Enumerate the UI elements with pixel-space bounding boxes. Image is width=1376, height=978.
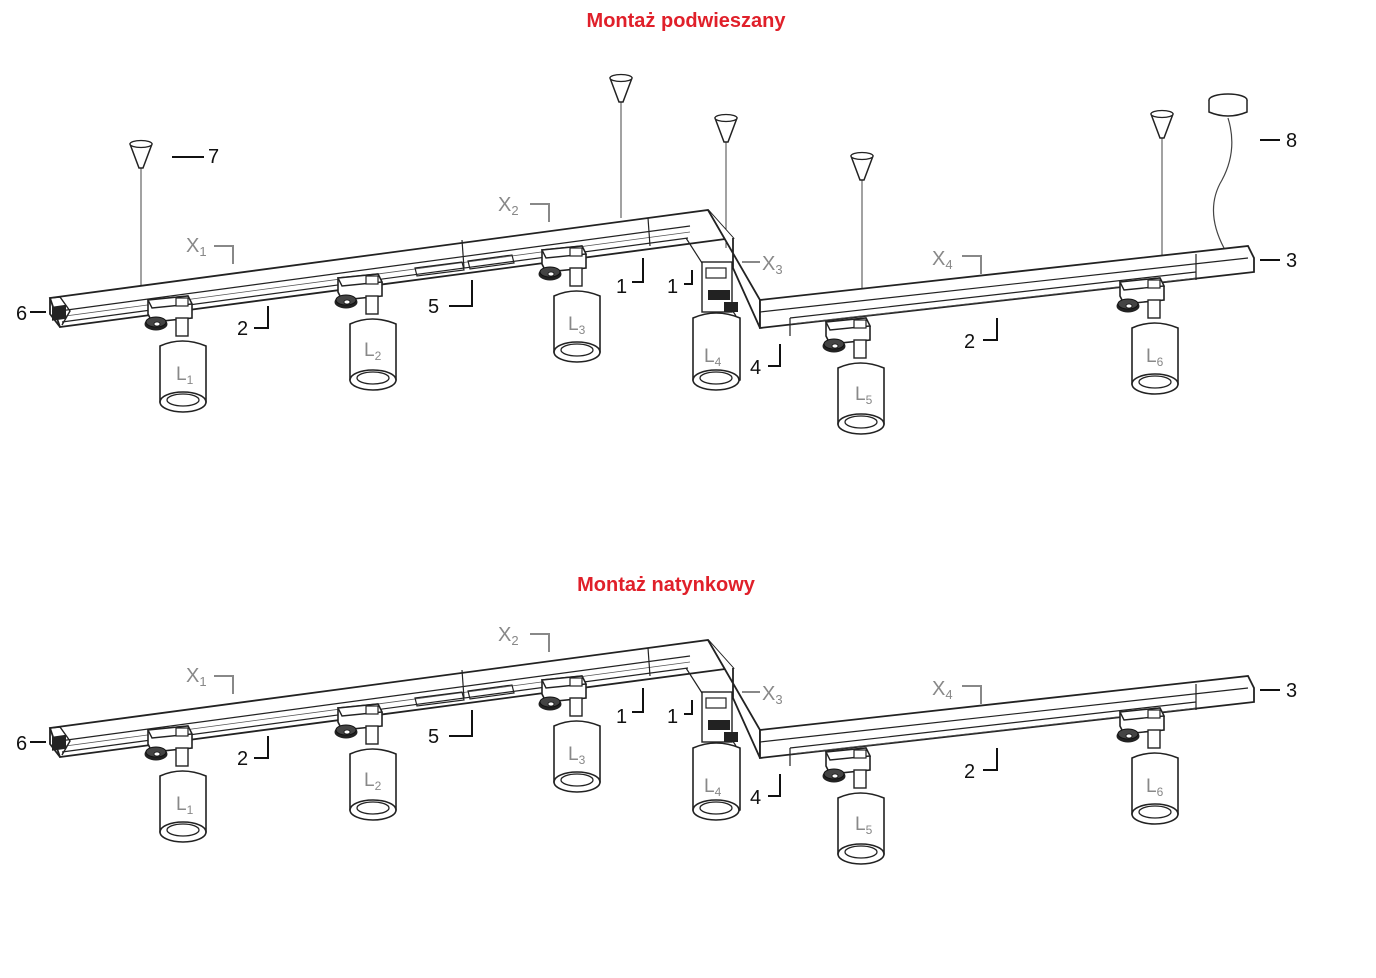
- part-label-1a-surface: 1: [616, 706, 627, 728]
- dim-x4-surface: X4: [932, 678, 953, 702]
- part-label-1b: 1: [667, 276, 678, 298]
- part-label-3-surface: 3: [1286, 680, 1297, 702]
- lamp-body-l4: [692, 312, 741, 391]
- lamp-label-l4-surface: L4: [704, 776, 722, 799]
- lamp-label-l2: L2: [364, 340, 382, 363]
- part-label-7: 7: [208, 146, 219, 168]
- surface-assembly: [49, 639, 1255, 865]
- labels-bottom-text: 3 6 2 5 1 1 4 2 X1 X2 X3 X4 L1 L2 L3 L4 …: [16, 624, 1297, 837]
- part-label-5: 5: [428, 296, 439, 318]
- part-label-6-surface: 6: [16, 733, 27, 755]
- lamp-label-l2-surface: L2: [364, 770, 382, 793]
- part-label-5-surface: 5: [428, 726, 439, 748]
- labels-top: [30, 139, 1280, 367]
- lamp-label-l5: L5: [855, 384, 873, 407]
- part-label-2b: 2: [964, 331, 975, 353]
- title-surface-mounting: Montaż natynkowy: [577, 574, 755, 596]
- part-label-2b-surface: 2: [964, 761, 975, 783]
- part-label-8: 8: [1286, 130, 1297, 152]
- lamp-label-l1: L1: [176, 364, 194, 387]
- part-label-1a: 1: [616, 276, 627, 298]
- dim-x2-surface: X2: [498, 624, 519, 648]
- power-feed-canopy: [1208, 93, 1248, 249]
- dim-x3: X3: [762, 253, 783, 277]
- suspended-assembly: [49, 73, 1255, 435]
- lamp-label-l3: L3: [568, 314, 586, 337]
- dim-brackets-bottom: [214, 633, 982, 704]
- lamp-body-l4-surface: [692, 742, 741, 821]
- part-label-2a: 2: [237, 318, 248, 340]
- dim-x2: X2: [498, 194, 519, 218]
- part-label-4-surface: 4: [750, 787, 761, 809]
- part-label-3: 3: [1286, 250, 1297, 272]
- lamp-label-l1-surface: L1: [176, 794, 194, 817]
- part-label-2a-surface: 2: [237, 748, 248, 770]
- labels-bottom: [30, 688, 1280, 797]
- part-label-4: 4: [750, 357, 761, 379]
- part-label-6: 6: [16, 303, 27, 325]
- dim-x3-surface: X3: [762, 683, 783, 707]
- lamp-label-l4: L4: [704, 346, 722, 369]
- lamp-label-l5-surface: L5: [855, 814, 873, 837]
- lamp-label-l6: L6: [1146, 346, 1164, 369]
- lamp-label-l3-surface: L3: [568, 744, 586, 767]
- dim-x1: X1: [186, 235, 207, 259]
- lamp-label-l6-surface: L6: [1146, 776, 1164, 799]
- title-suspended-mounting: Montaż podwieszany: [586, 10, 786, 32]
- part-label-1b-surface: 1: [667, 706, 678, 728]
- dim-brackets-top: [214, 203, 982, 274]
- dim-x1-surface: X1: [186, 665, 207, 689]
- dim-x4: X4: [932, 248, 953, 272]
